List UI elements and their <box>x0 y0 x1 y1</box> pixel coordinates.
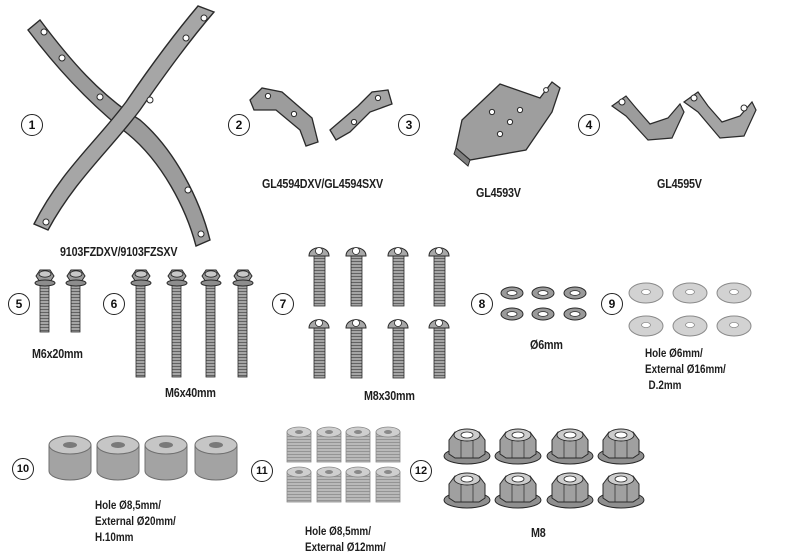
flat-washers-part <box>628 282 752 337</box>
item-number-11: 11 <box>251 460 273 482</box>
spec-line: External Ø12mm/ <box>305 542 386 552</box>
caption-m8x30: M8x30mm <box>364 389 415 403</box>
item-number-7: 7 <box>272 293 294 315</box>
bolts-m6x20-part <box>34 269 87 333</box>
large-spacers-part <box>48 435 238 481</box>
item-number-3: 3 <box>398 114 420 136</box>
spec-large-spacers: Hole Ø8,5mm/ External Ø20mm/ H.10mm <box>95 498 176 546</box>
spec-flat-washers: Hole Ø6mm/ External Ø16mm/ D.2mm <box>645 346 726 394</box>
frame-arms-part <box>27 5 216 247</box>
item-number-5: 5 <box>8 293 30 315</box>
spec-line: External Ø16mm/ <box>645 364 726 376</box>
caption-m6x20: M6x20mm <box>32 347 83 361</box>
spec-line: Hole Ø8,5mm/ <box>305 526 371 538</box>
item-number-2: 2 <box>228 114 250 136</box>
flange-nuts-part <box>443 428 645 509</box>
item-number-9: 9 <box>601 293 623 315</box>
mounting-plate-part <box>453 81 561 167</box>
side-brackets-part <box>249 87 393 147</box>
spec-line: D.2mm <box>648 380 682 392</box>
small-spacers-part <box>286 426 401 503</box>
item-number-6: 6 <box>103 293 125 315</box>
item-number-1: 1 <box>21 114 43 136</box>
caption-frame-arms: 9103FZDXV/9103FZSXV <box>60 245 178 259</box>
bolts-m6x40-part <box>130 269 254 378</box>
item-number-4: 4 <box>578 114 600 136</box>
caption-m6x40: M6x40mm <box>165 386 216 400</box>
spec-small-spacers: Hole Ø8,5mm/ External Ø12mm/ <box>305 524 386 552</box>
bolts-m8x30-part <box>308 247 450 379</box>
item-number-12: 12 <box>410 460 432 482</box>
item-number-8: 8 <box>471 293 493 315</box>
spec-line: H.10mm <box>95 532 134 544</box>
spec-line: External Ø20mm/ <box>95 516 176 528</box>
caption-side-brackets: GL4594DXV/GL4594SXV <box>262 177 384 191</box>
v-brackets-part <box>610 91 757 141</box>
caption-mounting-plate: GL4593V <box>476 186 521 200</box>
item-number-10: 10 <box>12 458 34 480</box>
caption-m8-nuts: M8 <box>531 526 546 540</box>
spring-washers-part <box>500 286 587 321</box>
caption-v-brackets: GL4595V <box>657 177 702 191</box>
spec-line: Hole Ø6mm/ <box>645 348 703 360</box>
caption-spring-washer: Ø6mm <box>530 338 563 352</box>
spec-line: Hole Ø8,5mm/ <box>95 500 161 512</box>
